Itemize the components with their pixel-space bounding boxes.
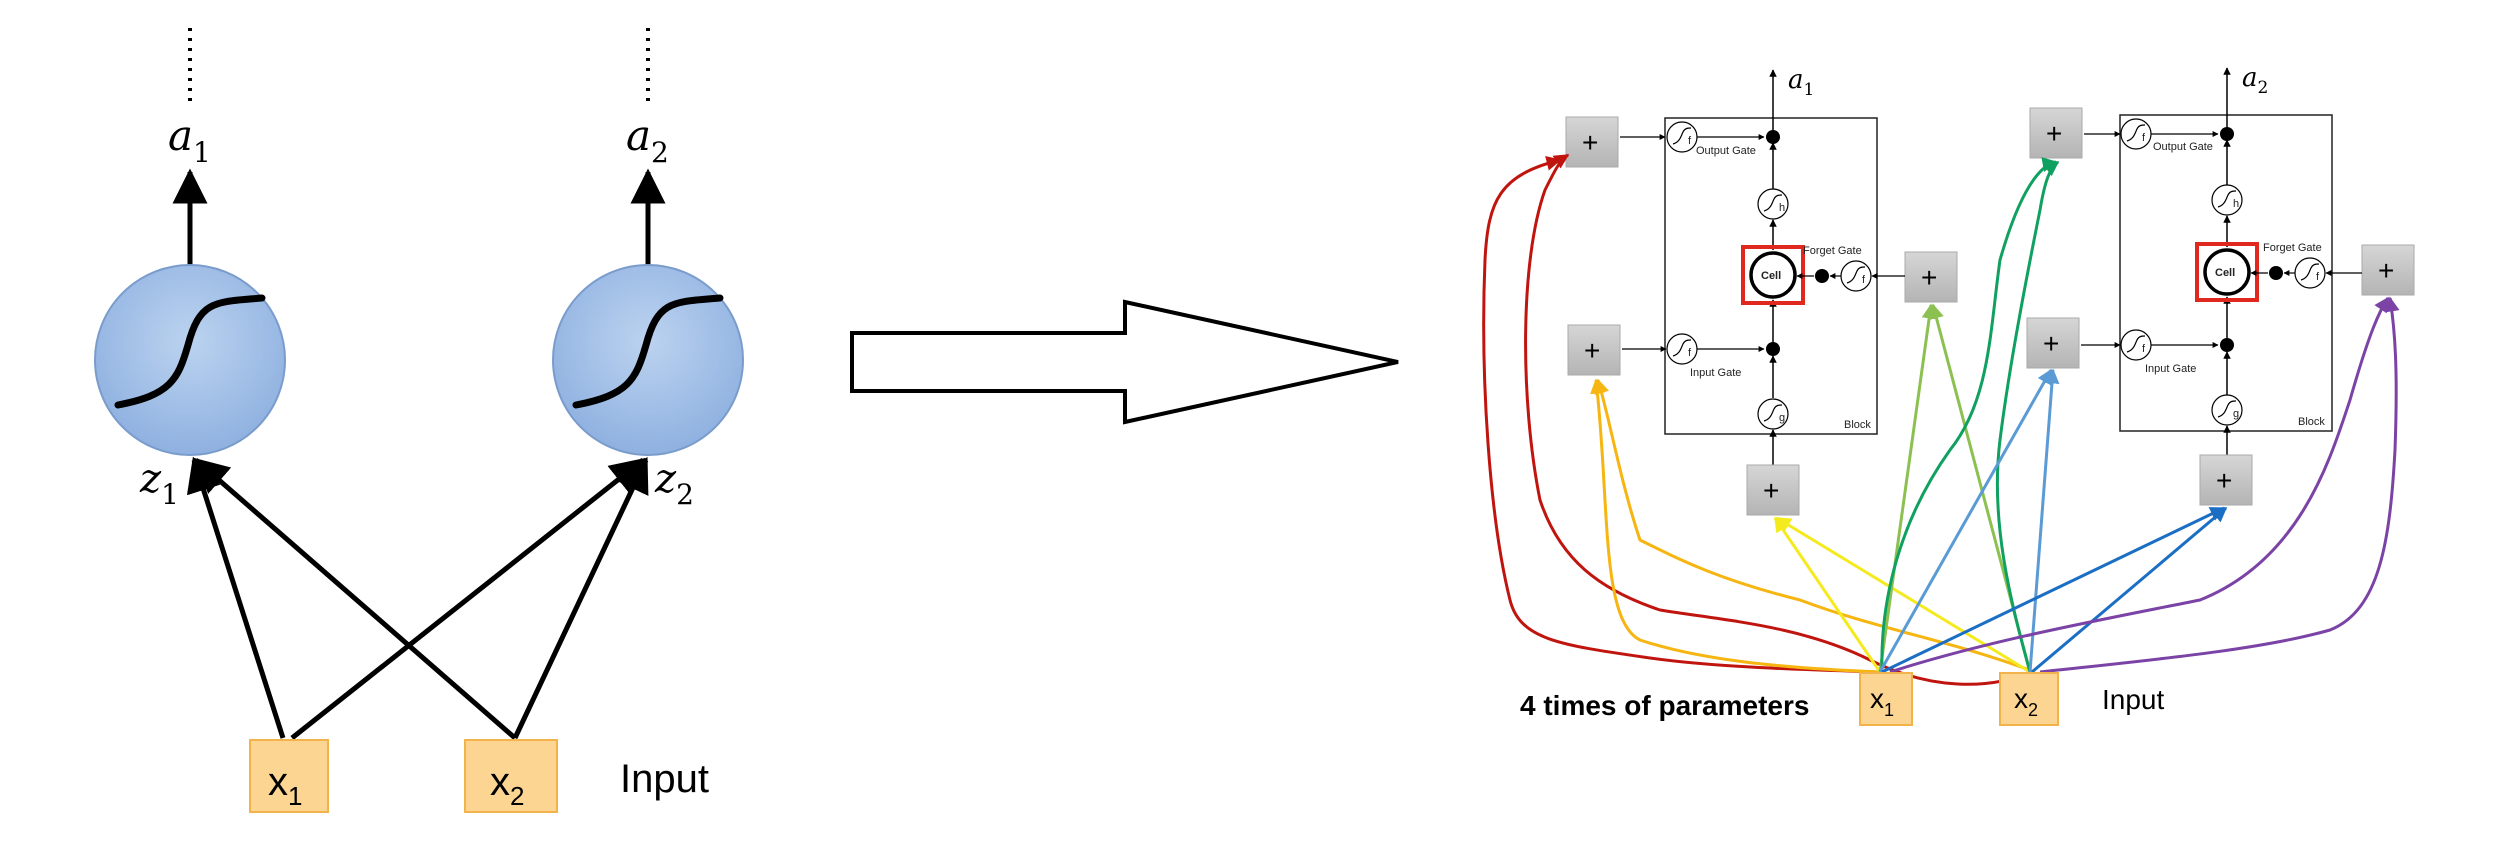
- cell-highlight-box: [2195, 242, 2259, 302]
- svg-text:f: f: [2316, 271, 2320, 283]
- lstm-input-x1-box: x1: [1859, 672, 1913, 726]
- svg-text:+: +: [1921, 262, 1937, 293]
- svg-text:Cell: Cell: [1761, 270, 1781, 282]
- wire-output-gate-1-x1: [1482, 156, 1879, 674]
- svg-text:+: +: [2046, 118, 2062, 149]
- output-gate-label: Output Gate: [2153, 141, 2213, 153]
- svg-text:f: f: [1688, 135, 1692, 147]
- svg-text:+: +: [1582, 127, 1598, 158]
- input-gate-sigmoid-icon: f: [2120, 329, 2152, 361]
- input-wires: [1482, 153, 2400, 686]
- svg-text:x1: x1: [1870, 683, 1894, 720]
- output-a1-label: a1: [1788, 65, 1814, 100]
- cell-2: Cell: [2203, 248, 2251, 296]
- plus-box-forget-gate-2: +: [2361, 244, 2415, 296]
- svg-text:h: h: [1779, 202, 1785, 214]
- parameters-caption: 4 times of parameters: [1520, 690, 1809, 721]
- input-connections: [186, 456, 649, 740]
- sigmoid-icon: [572, 294, 724, 409]
- output-gate-sigmoid-icon: f: [2120, 118, 2152, 150]
- wire-forget-gate-2-x2: [2039, 296, 2400, 674]
- lstm-block-2: f Output Gate h Cell f Forget Gate: [2119, 63, 2333, 478]
- output-a2-label: a2: [2242, 63, 2268, 98]
- svg-text:x2: x2: [2014, 683, 2038, 720]
- simple-network: a1 a2 z1 z2 x1 x2: [94, 28, 744, 813]
- input-gate-sigmoid-icon: f: [1666, 333, 1698, 365]
- forget-gate-label: Forget Gate: [1803, 245, 1862, 257]
- svg-text:f: f: [1688, 347, 1692, 359]
- lstm-input-label: Input: [2102, 684, 2164, 715]
- wire-output-gate-2-x1: [1880, 157, 2058, 673]
- svg-text:f: f: [1862, 274, 1866, 286]
- wire-forget-gate-2-x1: [1889, 296, 2390, 674]
- wire-input-gate-2-x2: [2028, 368, 2060, 673]
- lstm-block-1: f Output Gate h Cell f Forget Ga: [1664, 65, 1878, 488]
- forget-gate-sigmoid-icon: f: [1840, 260, 1872, 292]
- output-a1-label: a1: [168, 111, 211, 169]
- svg-text:x2: x2: [490, 760, 524, 811]
- svg-text:+: +: [1763, 475, 1779, 506]
- cell-1: Cell: [1749, 251, 1797, 299]
- svg-text:h: h: [2233, 198, 2239, 210]
- output-gate-label: Output Gate: [1696, 145, 1756, 157]
- svg-text:f: f: [2142, 343, 2146, 355]
- input-z1-label: z1: [139, 456, 179, 511]
- h-activation-icon: h: [1757, 188, 1789, 220]
- wire-input-gate-1-x2: [1594, 378, 2036, 674]
- plus-box-output-gate-2: +: [2029, 107, 2083, 159]
- output-a2-label: a2: [626, 111, 669, 169]
- wire-input-gate-2-x1: [1878, 368, 2053, 673]
- plus-box-input-gate-1: +: [1567, 324, 1621, 376]
- svg-text:g: g: [1779, 412, 1785, 424]
- forget-gate-label: Forget Gate: [2263, 242, 2322, 254]
- wire-block-input-2-x2: [2031, 506, 2228, 674]
- transform-arrow: [850, 299, 1399, 425]
- cell-highlight-box: [1741, 245, 1805, 305]
- neuron-2: [552, 264, 744, 456]
- wire-block-input-1-x1: [1773, 516, 1882, 673]
- plus-box-input-gate-2: +: [2026, 317, 2080, 369]
- plus-box-output-gate-1: +: [1565, 116, 1619, 168]
- input-z2-label: z2: [654, 456, 694, 511]
- g-activation-icon: g: [2211, 394, 2243, 426]
- plus-box-block-input-1: +: [1746, 464, 1800, 516]
- input-gate-label: Input Gate: [2145, 363, 2196, 375]
- wire-input-gate-1-x1: [1590, 378, 1881, 674]
- wire-output-gate-2-x2: [1995, 160, 2060, 673]
- wire-block-input-1-x2: [1775, 516, 2031, 674]
- h-activation-icon: h: [2211, 184, 2243, 216]
- lstm-input-x2-box: x2: [1999, 672, 2059, 726]
- wire-block-input-2-x1: [1881, 506, 2226, 674]
- svg-text:+: +: [2043, 328, 2059, 359]
- sigmoid-icon: [114, 294, 266, 409]
- plus-boxes: + + + + + +: [1565, 107, 2415, 516]
- svg-text:x1: x1: [268, 760, 302, 811]
- block-1-label: Block: [1844, 419, 1871, 431]
- input-x2-box: x2: [464, 739, 558, 813]
- plus-box-forget-gate-1: +: [1904, 251, 1958, 303]
- lstm-network: f Output Gate h Cell f Forget Ga: [1482, 63, 2415, 726]
- input-label: Input: [620, 757, 709, 801]
- input-x1-box: x1: [249, 739, 329, 813]
- svg-text:Cell: Cell: [2215, 267, 2235, 279]
- neuron-1: [94, 264, 286, 456]
- svg-text:f: f: [2142, 132, 2146, 144]
- g-activation-icon: g: [1757, 398, 1789, 430]
- block-2-label: Block: [2298, 416, 2325, 428]
- input-gate-label: Input Gate: [1690, 367, 1741, 379]
- svg-text:+: +: [2216, 465, 2232, 496]
- output-gate-sigmoid-icon: f: [1666, 121, 1698, 153]
- svg-text:+: +: [2378, 255, 2394, 286]
- svg-text:+: +: [1584, 335, 1600, 366]
- forget-gate-sigmoid-icon: f: [2294, 257, 2326, 289]
- wire-forget-gate-1-x1: [1878, 303, 1937, 673]
- svg-text:g: g: [2233, 408, 2239, 420]
- plus-box-block-input-2: +: [2199, 454, 2253, 506]
